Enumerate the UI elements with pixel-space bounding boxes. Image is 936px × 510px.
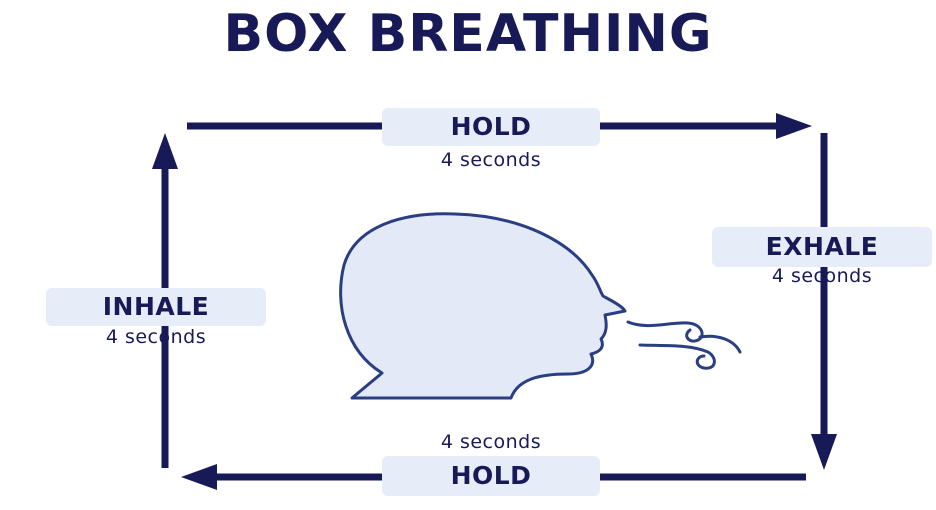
step-duration-bottom: 4 seconds <box>440 431 542 453</box>
step-duration-right: 4 seconds <box>771 265 873 287</box>
page-title: BOX BREATHING <box>223 4 713 64</box>
step-duration-top: 4 seconds <box>440 149 542 171</box>
step-duration-left: 4 seconds <box>105 326 207 348</box>
left-arrow-head <box>152 133 178 169</box>
head-exhaling-icon <box>339 212 742 400</box>
step-label-top: HOLD <box>382 108 600 146</box>
right-arrow-head <box>811 434 837 470</box>
step-label-right: EXHALE <box>712 227 932 267</box>
step-label-left: INHALE <box>46 288 266 326</box>
step-label-bottom: HOLD <box>382 456 600 496</box>
bottom-arrow-head <box>181 464 217 490</box>
top-arrow-head <box>776 113 812 139</box>
